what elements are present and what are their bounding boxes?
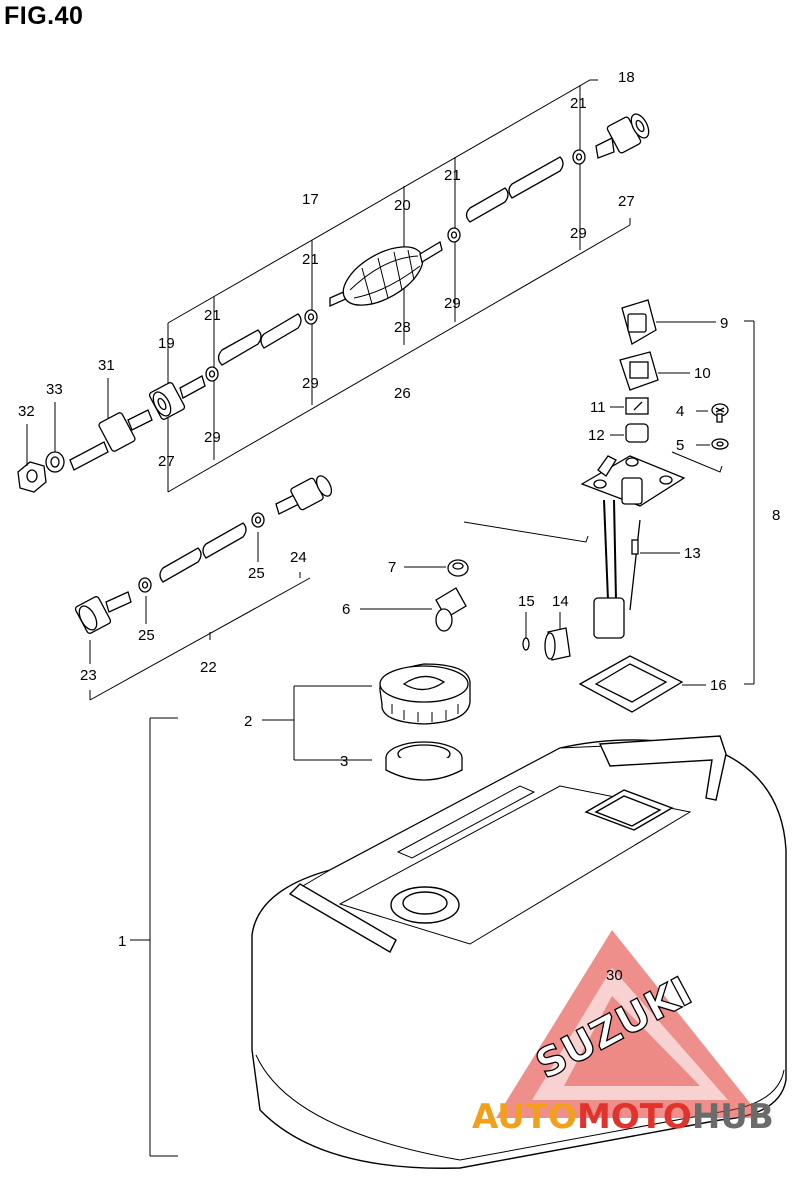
callout-1: 1 <box>118 933 126 950</box>
fuel-cap <box>379 663 471 725</box>
callout-5: 5 <box>676 437 684 454</box>
callout-11: 11 <box>590 399 606 416</box>
connector-31-set <box>17 409 153 493</box>
hose-clips <box>138 149 586 593</box>
watermark-triangle <box>496 930 762 1118</box>
fuel-hose-upper <box>217 156 564 366</box>
callout-21a: 21 <box>204 307 221 324</box>
callout-2: 2 <box>244 713 252 730</box>
callout-21b: 21 <box>302 251 319 268</box>
callout-26: 26 <box>394 385 411 402</box>
gauge-bracket-lines <box>463 320 755 685</box>
callout-16: 16 <box>710 677 727 694</box>
callout-21c: 21 <box>444 167 461 184</box>
callout-12: 12 <box>588 427 605 444</box>
callout-29a: 29 <box>204 429 221 446</box>
hose-assembly-lower <box>89 577 311 701</box>
callouts: 1 2 3 4 5 6 7 8 9 10 11 12 13 14 15 16 1… <box>18 69 780 984</box>
callout-7: 7 <box>388 559 396 576</box>
callout-30: 30 <box>606 967 623 984</box>
callout-13: 13 <box>684 545 701 562</box>
callout-20: 20 <box>394 197 411 214</box>
watermark-part1: AUTO <box>472 1097 577 1137</box>
watermark-part2: MOTO <box>577 1097 692 1137</box>
callout-8: 8 <box>772 507 780 524</box>
gauge-assembly <box>435 299 729 713</box>
leader-lines <box>26 321 716 686</box>
connector-19 <box>148 375 206 420</box>
watermark-part3: HUB <box>692 1097 774 1137</box>
callout-25b: 25 <box>138 627 155 644</box>
callout-15: 15 <box>518 593 535 610</box>
callout-23: 23 <box>80 667 97 684</box>
callout-29c: 29 <box>444 295 461 312</box>
callout-17: 17 <box>302 191 319 208</box>
fuel-hose-lower <box>159 522 247 583</box>
callout-14: 14 <box>552 593 569 610</box>
connector-18 <box>595 113 650 159</box>
callout-25a: 25 <box>248 565 265 582</box>
callout-33: 33 <box>46 381 63 398</box>
tank-bracket-lines <box>130 717 178 1157</box>
connector-24 <box>275 475 333 515</box>
callout-18: 18 <box>618 69 635 86</box>
callout-21d: 21 <box>570 95 587 112</box>
callout-3: 3 <box>340 753 348 770</box>
figure-title: FIG.40 <box>4 2 84 30</box>
callout-27b: 27 <box>618 193 635 210</box>
cap-seal <box>385 741 463 781</box>
callout-29b: 29 <box>302 375 319 392</box>
callout-10: 10 <box>694 365 711 382</box>
callout-22: 22 <box>200 659 217 676</box>
callout-29d: 29 <box>570 225 587 242</box>
callout-6: 6 <box>342 601 350 618</box>
callout-19: 19 <box>158 335 175 352</box>
callout-9: 9 <box>720 315 728 332</box>
callout-28: 28 <box>394 319 411 336</box>
watermark-text: AUTOMOTOHUB <box>472 1097 774 1137</box>
callout-27a: 27 <box>158 453 175 470</box>
callout-4: 4 <box>676 403 684 420</box>
callout-31: 31 <box>98 357 115 374</box>
primer-bulb <box>329 240 443 308</box>
cap-bracket-lines <box>262 685 372 761</box>
callout-32: 32 <box>18 403 35 420</box>
connector-23 <box>74 591 132 634</box>
callout-24: 24 <box>290 549 307 566</box>
